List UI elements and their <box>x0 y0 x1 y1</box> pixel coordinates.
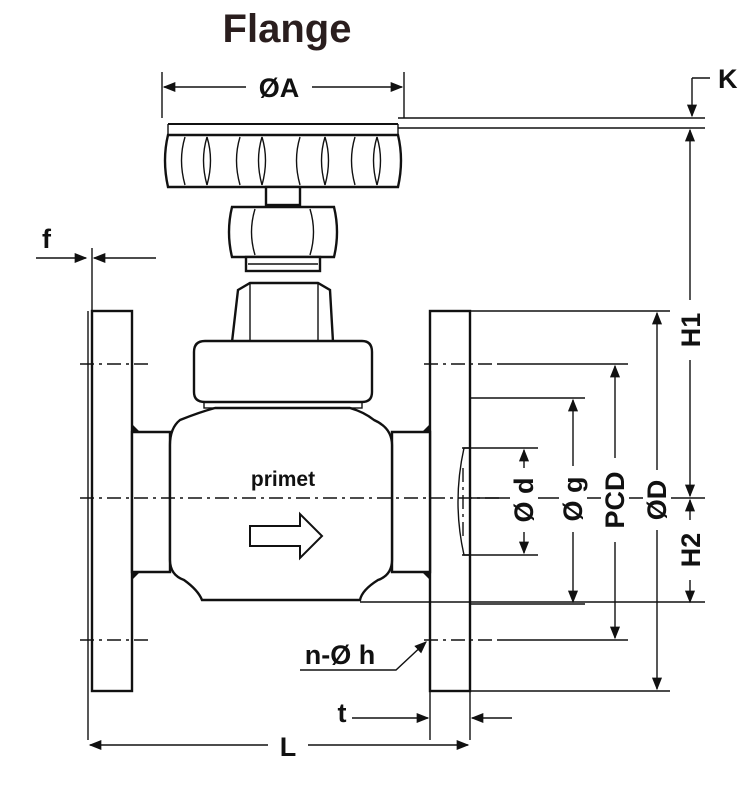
bonnet-hex <box>230 281 335 344</box>
label-pcd: PCD <box>600 471 630 528</box>
dimension-k: K <box>398 64 738 128</box>
bore-recess <box>457 447 470 556</box>
label-a: ØA <box>259 73 300 103</box>
label-d-outer: ØD <box>642 480 672 521</box>
label-h1: H1 <box>676 313 706 348</box>
bonnet-collar <box>192 339 374 404</box>
brand-logo-text: primet <box>251 468 315 491</box>
dimension-bolt-holes: n-Ø h <box>300 640 427 671</box>
dimension-g: Ø g <box>470 397 588 605</box>
dimension-d-outer: ØD <box>470 310 672 692</box>
flow-direction-arrow-icon <box>249 511 324 561</box>
left-neck <box>130 424 172 580</box>
valve-body <box>168 406 394 602</box>
handwheel <box>163 123 403 207</box>
label-bolt-holes: n-Ø h <box>305 640 375 670</box>
dimension-t: t <box>338 698 512 728</box>
dimension-pcd: PCD <box>500 363 630 641</box>
label-k: K <box>718 64 738 94</box>
right-flange <box>428 309 472 740</box>
left-flange <box>87 309 134 740</box>
right-neck <box>390 424 432 580</box>
label-t: t <box>338 698 347 728</box>
dimension-h2: H2 <box>360 498 706 604</box>
left-bolt-center-lines <box>80 363 150 641</box>
dimension-f: f <box>36 224 156 311</box>
diagram-title: Flange <box>223 7 352 51</box>
label-f: f <box>42 224 52 254</box>
right-bolt-center-lines <box>424 363 500 641</box>
dimension-h1: H1 <box>470 128 706 499</box>
label-l: L <box>280 732 297 762</box>
label-h2: H2 <box>676 533 706 568</box>
dimension-l: L <box>88 732 470 762</box>
label-d-bore: Ø d <box>509 478 539 523</box>
label-g: Ø g <box>558 477 588 522</box>
dimension-a: ØA <box>161 72 405 118</box>
dimension-d-bore: Ø d <box>462 447 539 556</box>
packing-nut <box>227 205 339 273</box>
